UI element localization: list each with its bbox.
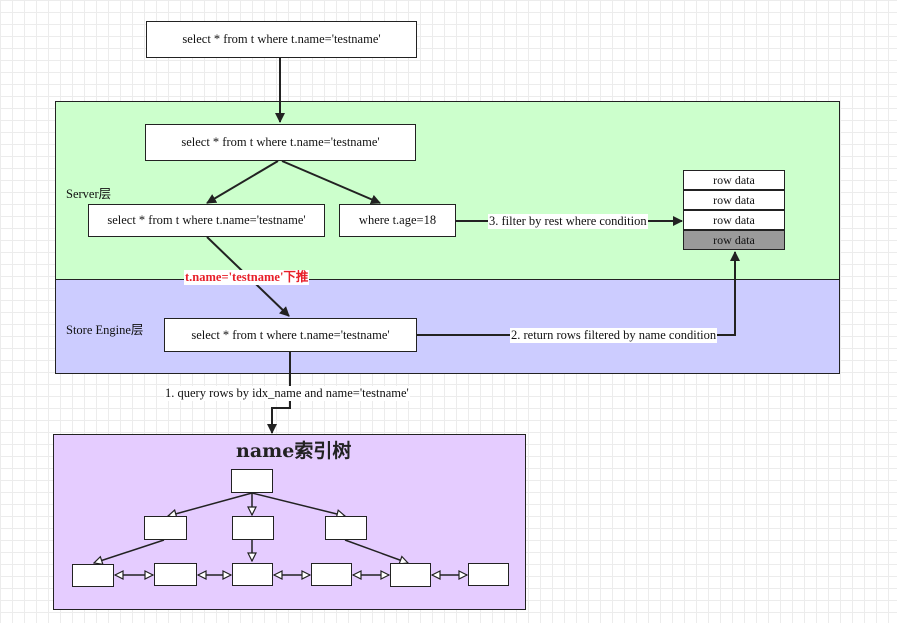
server-split-right-box: where t.age=18 bbox=[339, 204, 456, 237]
server-query-box: select * from t where t.name='testname' bbox=[145, 124, 416, 161]
index-tree-title: name索引树 bbox=[236, 440, 352, 462]
engine-layer-label: Store Engine层 bbox=[66, 323, 144, 337]
tree-internal-node-2 bbox=[232, 516, 274, 540]
tree-leaf-node-1 bbox=[72, 564, 114, 587]
row-data-4: row data bbox=[683, 230, 785, 250]
engine-query-box: select * from t where t.name='testname' bbox=[164, 318, 417, 352]
server-split-left-box: select * from t where t.name='testname' bbox=[88, 204, 325, 237]
tree-leaf-node-2 bbox=[154, 563, 197, 586]
row-data-2: row data bbox=[683, 190, 785, 210]
filter-label: 3. filter by rest where condition bbox=[488, 214, 648, 229]
return-label: 2. return rows filtered by name conditio… bbox=[510, 328, 718, 343]
tree-leaf-node-6 bbox=[468, 563, 509, 586]
tree-leaf-node-3 bbox=[232, 563, 273, 586]
tree-internal-node-3 bbox=[325, 516, 367, 540]
row-data-1: row data bbox=[683, 170, 785, 190]
pushdown-label: t.name='testname'下推 bbox=[184, 270, 310, 285]
index-query-label: 1. query rows by idx_name and name='test… bbox=[164, 386, 410, 401]
index-tree-zone bbox=[53, 434, 526, 610]
tree-leaf-node-4 bbox=[311, 563, 352, 586]
tree-internal-node-1 bbox=[144, 516, 187, 540]
row-data-3: row data bbox=[683, 210, 785, 230]
tree-leaf-node-5 bbox=[390, 563, 431, 587]
row-data-stack: row data row data row data row data bbox=[683, 170, 785, 252]
server-layer-label: Server层 bbox=[66, 187, 112, 201]
tree-root-node bbox=[231, 469, 273, 493]
top-query-box: select * from t where t.name='testname' bbox=[146, 21, 417, 58]
